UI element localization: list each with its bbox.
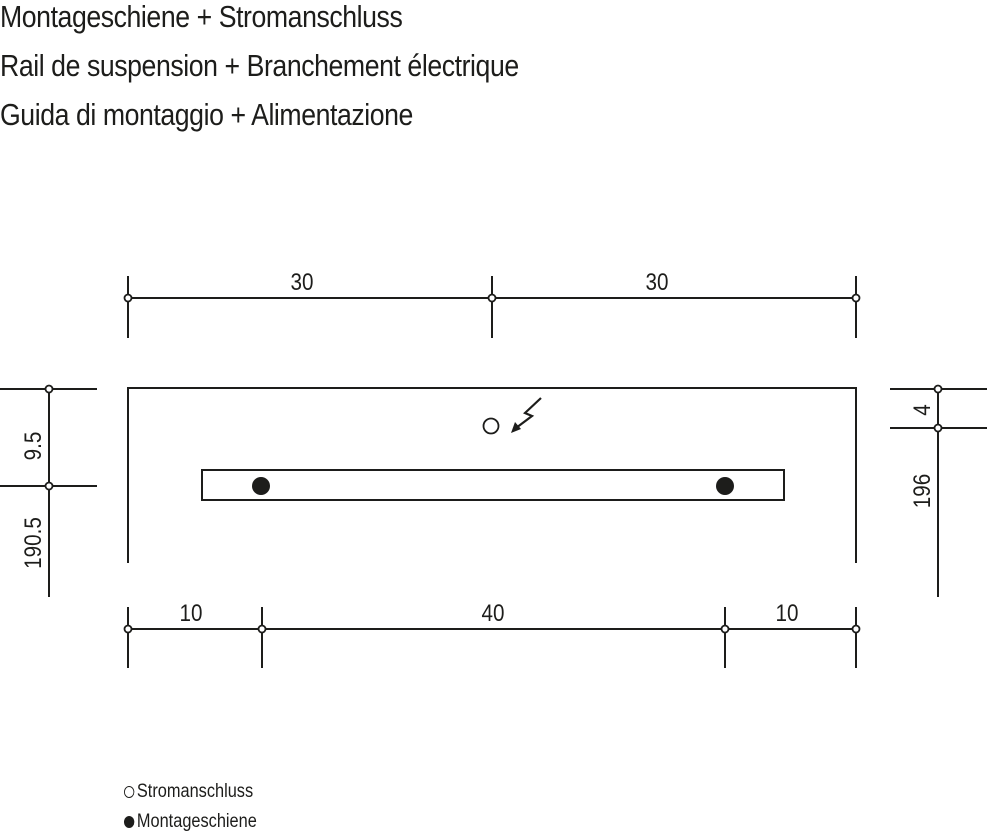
title-french: Rail de suspension + Branchement électri… [0, 48, 519, 83]
legend-item-rail: Montageschiene [124, 811, 257, 833]
dimension-node [933, 384, 943, 394]
dim-left-upper: 9.5 [20, 432, 47, 461]
dimension-node [720, 624, 730, 634]
dim-left-lower: 190.5 [20, 517, 47, 569]
dimension-node [123, 624, 133, 634]
dimension-node [487, 293, 497, 303]
dimension-node [851, 293, 861, 303]
dim-right-upper: 4 [909, 404, 936, 415]
dim-bottom-right: 10 [776, 600, 799, 627]
dim-top-left: 30 [291, 269, 314, 296]
mounting-hole-right-filled-circle-icon [716, 477, 734, 495]
title-italian: Guida di montaggio + Alimentazione [0, 97, 413, 132]
dimension-node [851, 624, 861, 634]
dimension-node [123, 293, 133, 303]
title-german: Montageschiene + Stromanschluss [0, 0, 403, 34]
dim-bottom-middle: 40 [482, 600, 505, 627]
dim-right-lower: 196 [909, 474, 936, 508]
dim-bottom-left: 10 [180, 600, 203, 627]
mounting-rail [201, 469, 785, 501]
filled-circle-icon [124, 816, 135, 828]
open-circle-icon [124, 786, 135, 798]
legend-label-power: Stromanschluss [136, 781, 254, 802]
dimension-node [933, 423, 943, 433]
power-connection-open-circle-icon [482, 417, 500, 435]
lightning-bolt-icon [511, 397, 542, 433]
legend-item-power: Stromanschluss [124, 781, 253, 803]
mounting-hole-left-filled-circle-icon [252, 477, 270, 495]
dim-top-right: 30 [646, 269, 669, 296]
dimension-node [257, 624, 267, 634]
dimension-node [44, 481, 54, 491]
dimension-node [44, 384, 54, 394]
legend-label-rail: Montageschiene [136, 811, 257, 832]
unit-outline [127, 387, 857, 563]
